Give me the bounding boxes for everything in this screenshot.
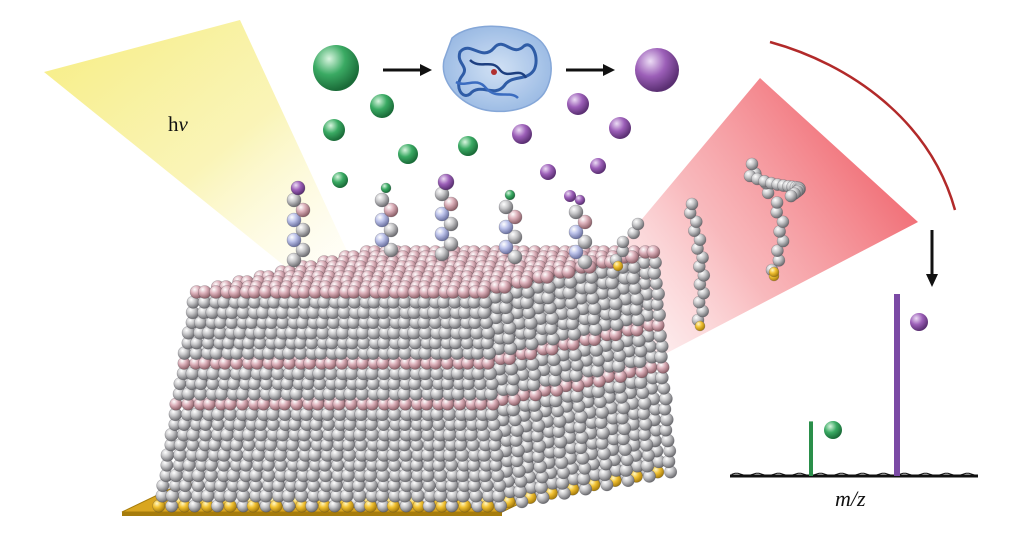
oxygen-atom (646, 245, 661, 259)
oxygen-atom (625, 250, 639, 264)
oxygen-atom (519, 275, 533, 289)
oxygen-atom (540, 270, 554, 284)
monolayer-film (152, 245, 678, 513)
oxygen-atom (561, 265, 576, 279)
light-beam (44, 20, 352, 272)
laser-beam (592, 78, 918, 392)
